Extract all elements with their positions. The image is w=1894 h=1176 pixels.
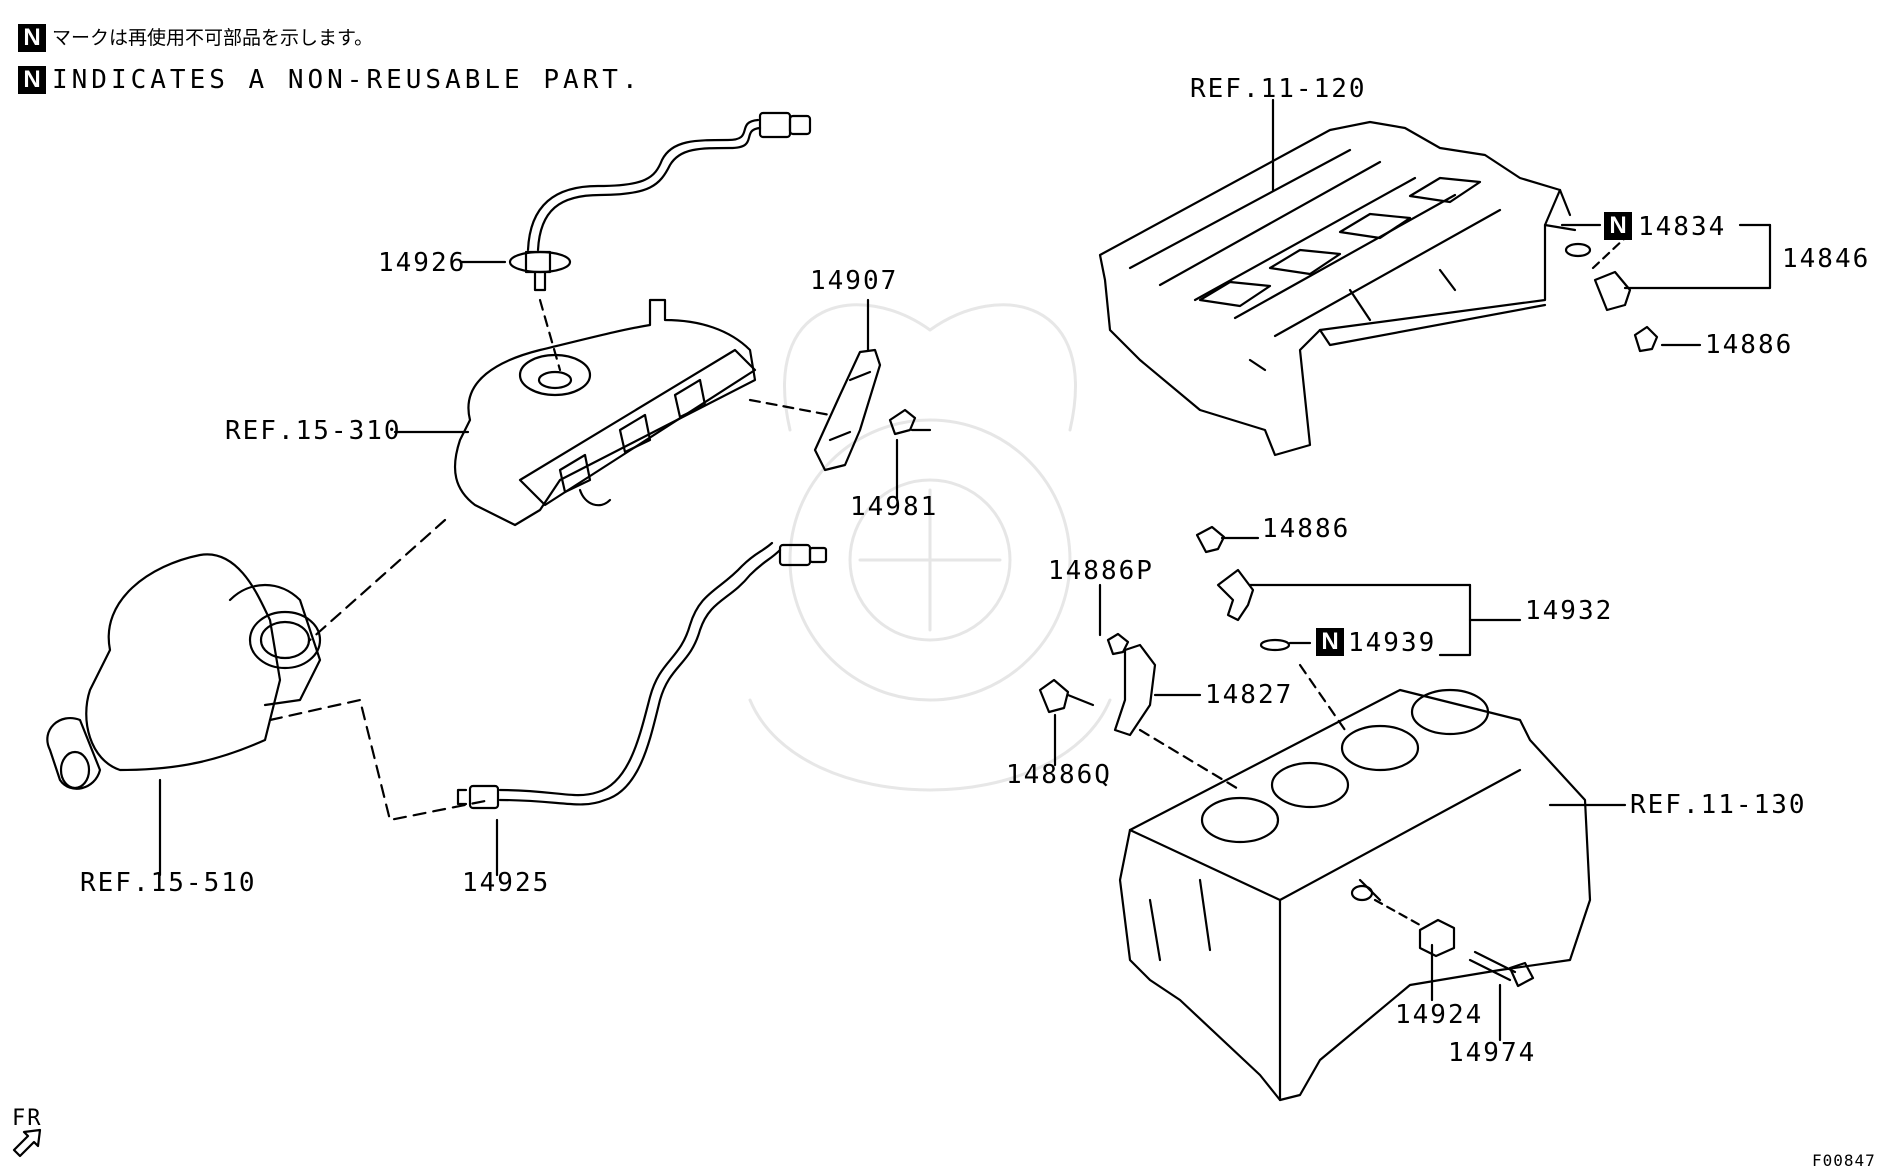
callout-ref-15-310[interactable]: REF.15-310	[225, 416, 402, 446]
bracket-14907	[813, 298, 932, 502]
fr-arrow-icon	[12, 1128, 42, 1158]
nonreusable-badge: N	[18, 24, 46, 52]
diagram-code: F00847	[1812, 1151, 1876, 1170]
crank-position-sensor	[1195, 525, 1522, 732]
callout-14925[interactable]: 14925	[462, 868, 551, 898]
knock-sensor	[1350, 884, 1535, 1042]
upper-o2-sensor	[460, 111, 812, 372]
cylinder-block	[1118, 688, 1627, 1102]
callout-14907[interactable]: 14907	[810, 266, 899, 296]
callout-14939[interactable]: 14939	[1348, 628, 1437, 658]
callout-14886-top[interactable]: 14886	[1705, 330, 1794, 360]
callout-14886-mid[interactable]: 14886	[1262, 514, 1351, 544]
callout-14924[interactable]: 14924	[1395, 1000, 1484, 1030]
callout-ref-11-120[interactable]: REF.11-120	[1190, 74, 1367, 104]
callout-14886P[interactable]: 14886P	[1048, 556, 1154, 586]
callout-ref-15-510[interactable]: REF.15-510	[80, 868, 257, 898]
front-orientation-label: FR	[12, 1106, 43, 1131]
legend-english-text: INDICATES A NON-REUSABLE PART.	[52, 65, 642, 95]
callout-14974[interactable]: 14974	[1448, 1038, 1537, 1068]
legend-japanese: N マークは再使用不可部品を示します。	[18, 24, 373, 52]
bracket-14827	[1038, 583, 1242, 792]
nonreusable-badge-14939: N	[1316, 628, 1344, 656]
callout-ref-11-130[interactable]: REF.11-130	[1630, 790, 1807, 820]
exhaust-manifold	[308, 298, 832, 642]
callout-14846[interactable]: 14846	[1782, 244, 1871, 274]
callout-14886Q[interactable]: 14886Q	[1006, 760, 1112, 790]
callout-14834[interactable]: 14834	[1638, 212, 1727, 242]
cam-position-sensor	[1560, 223, 1772, 353]
legend-japanese-text: マークは再使用不可部品を示します。	[52, 27, 374, 49]
callout-14827[interactable]: 14827	[1205, 680, 1294, 710]
nonreusable-badge-14834: N	[1604, 212, 1632, 240]
nonreusable-badge: N	[18, 66, 46, 94]
watermark-emblem	[748, 303, 1112, 792]
callout-14981[interactable]: 14981	[850, 492, 939, 522]
catalytic-converter	[46, 553, 492, 877]
callout-14926[interactable]: 14926	[378, 248, 467, 278]
cylinder-head	[1098, 98, 1577, 457]
lower-o2-sensor	[456, 541, 828, 877]
callout-14932[interactable]: 14932	[1525, 596, 1614, 626]
